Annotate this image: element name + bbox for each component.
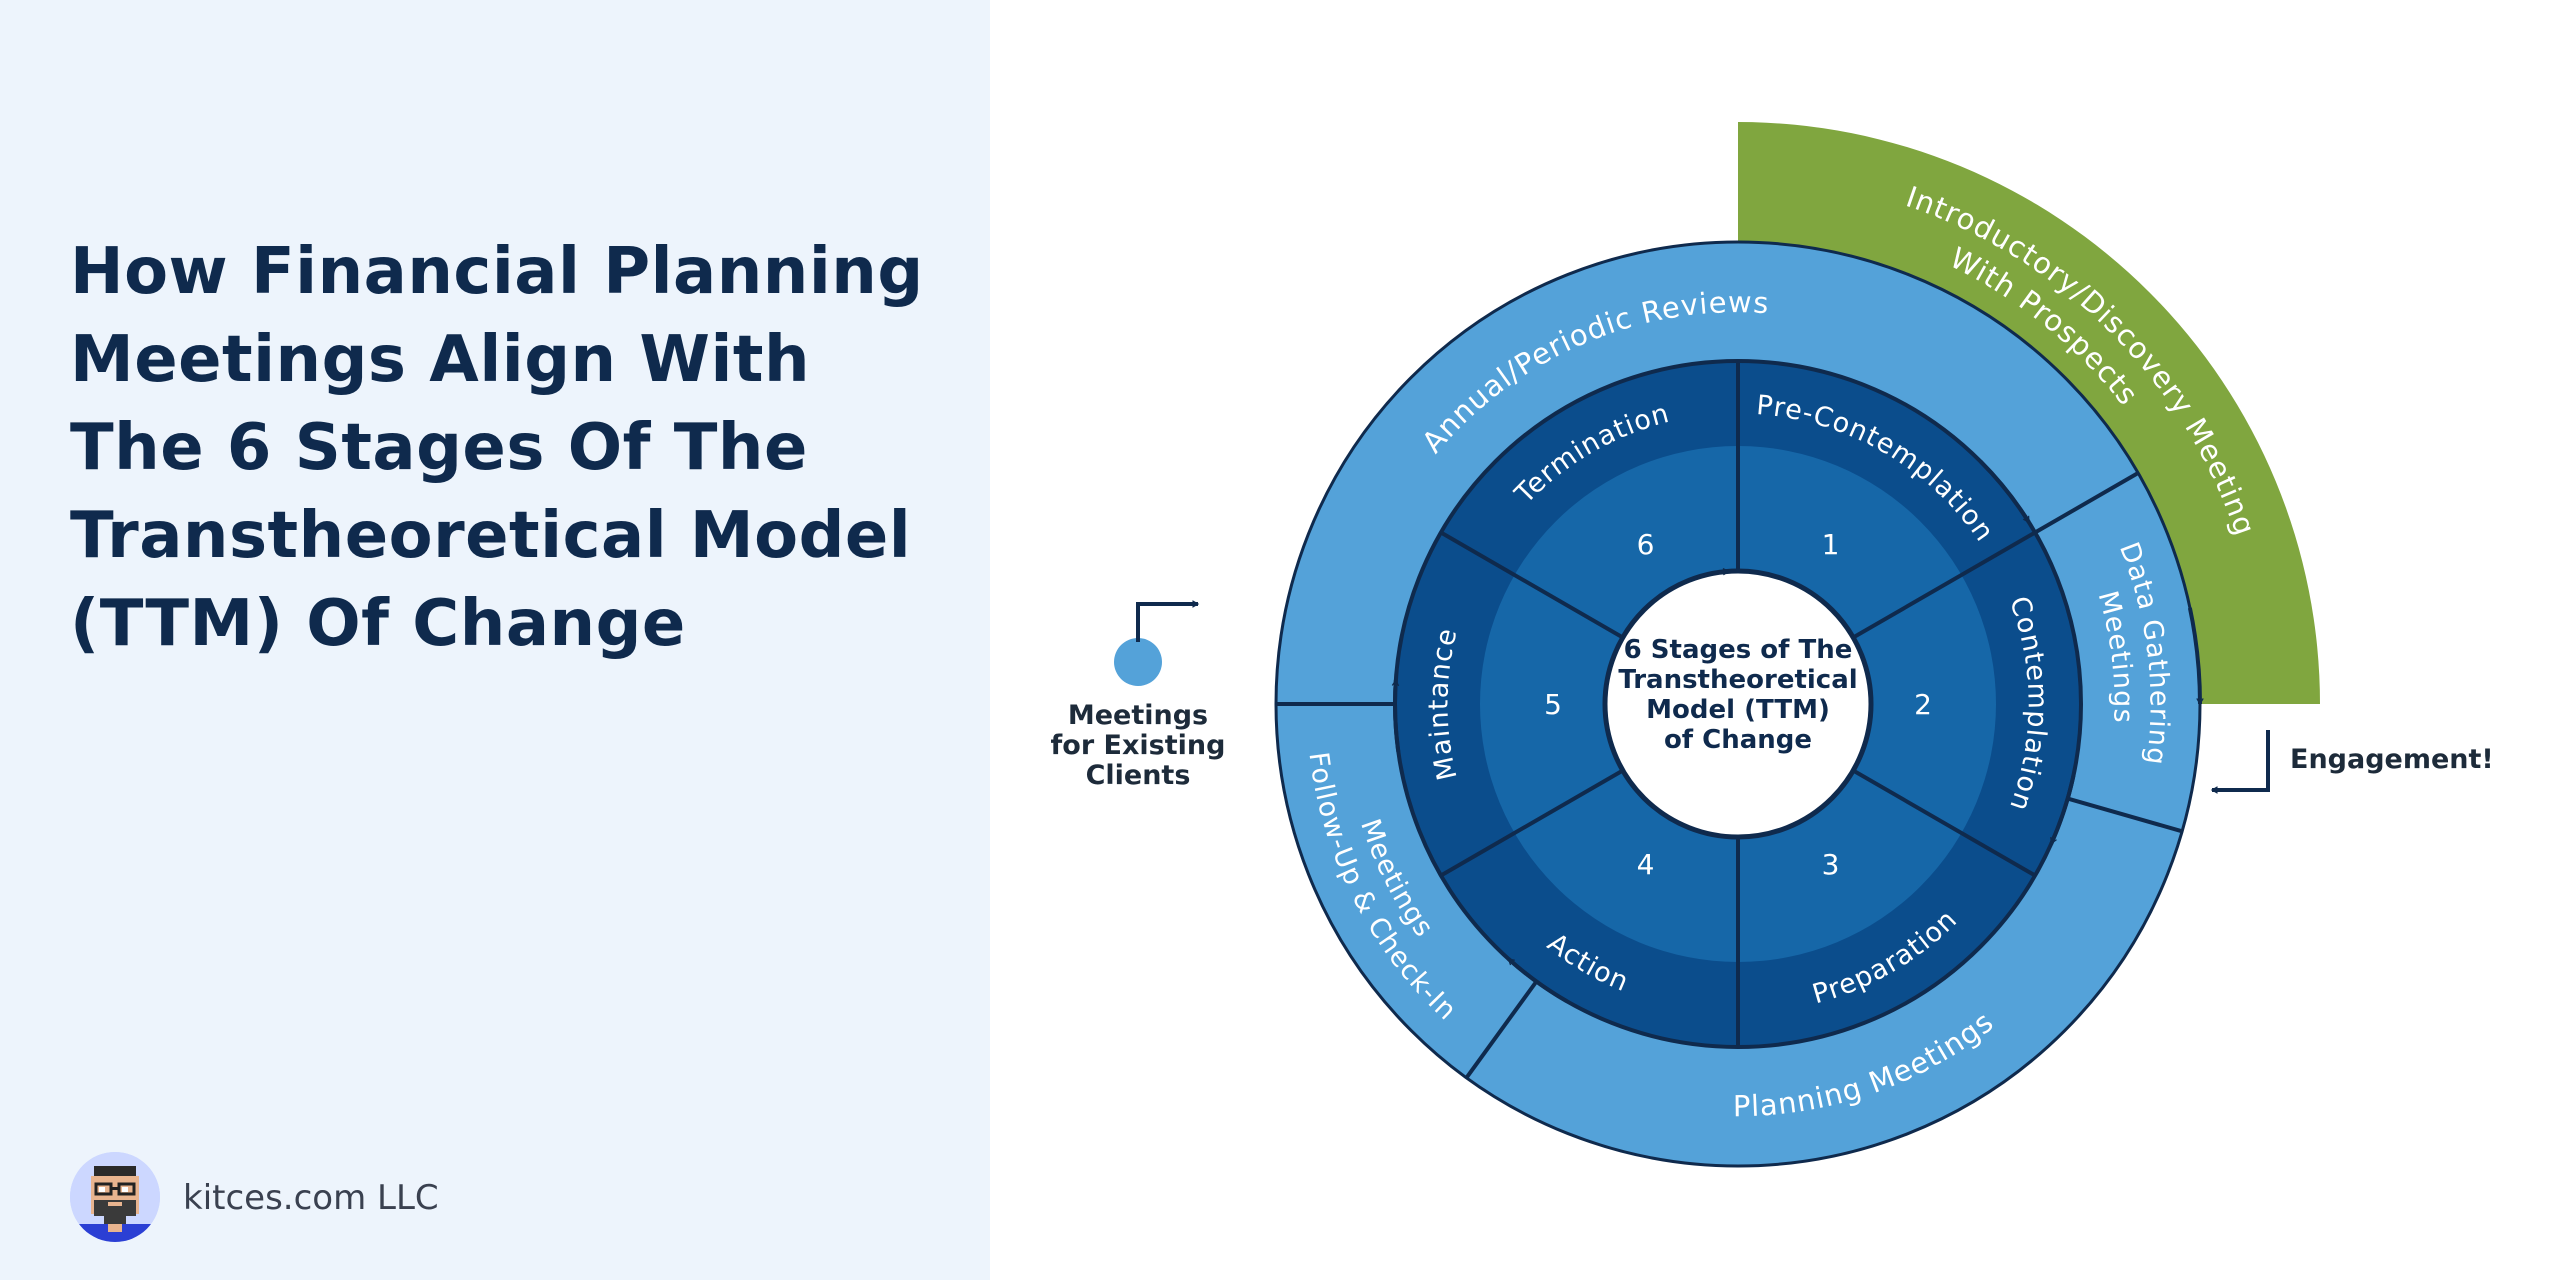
center-label: 6 Stages of The — [1624, 635, 1853, 665]
stage-number: 2 — [1914, 688, 1932, 721]
stage-number: 6 — [1637, 528, 1655, 561]
pixel-avatar-icon — [70, 1152, 160, 1242]
intro-meeting-arc — [1738, 122, 2320, 704]
engagement-label: Engagement! — [2290, 744, 2494, 775]
meeting-divider — [2067, 796, 2183, 834]
flow-arrow-icon — [1979, 460, 2031, 524]
existing-clients-label: for Existing — [1051, 730, 1226, 761]
stage-divider — [1439, 768, 1624, 878]
stage-number: 1 — [1822, 528, 1840, 561]
flow-arrow-icon — [1507, 957, 1568, 1003]
stage-divider — [1852, 530, 2037, 640]
brand-name: kitces.com LLC — [183, 1178, 439, 1218]
existing-clients-dot — [1114, 638, 1162, 686]
title-line: Meetings Align With — [70, 323, 811, 397]
existing-clients-label: Meetings — [1068, 700, 1208, 731]
flow-arrow-icon — [1691, 567, 1730, 581]
page-title: How Financial Planning Meetings Align Wi… — [70, 228, 970, 668]
meeting-divider — [2034, 471, 2140, 535]
title-line: Transtheoretical Model — [70, 499, 912, 573]
flow-arrow-icon — [2187, 607, 2204, 706]
engagement-arrow-icon — [2210, 730, 2270, 794]
center-label: Model (TTM) — [1646, 695, 1830, 725]
title-line: The 6 Stages Of The — [70, 411, 808, 485]
stage-number: 5 — [1544, 688, 1562, 721]
flow-arrow-icon — [1391, 678, 1401, 753]
existing-clients-label: Clients — [1086, 760, 1191, 791]
stage-number: 3 — [1822, 848, 1840, 881]
left-panel: How Financial Planning Meetings Align Wi… — [0, 0, 990, 1280]
title-line: (TTM) Of Change — [70, 587, 686, 661]
flow-arrow-icon — [2049, 774, 2076, 845]
stage-divider — [1852, 768, 2037, 878]
center-disc — [1605, 571, 1871, 837]
title-line: How Financial Planning — [70, 235, 924, 309]
center-label: of Change — [1664, 725, 1812, 755]
ttm-wheel-diagram: Pre-Contemplation1Contemplation2Preparat… — [1051, 122, 2494, 1168]
existing-clients-arrow-icon — [1136, 600, 1200, 642]
center-label: Transtheoretical — [1618, 665, 1857, 695]
stage-divider — [1439, 530, 1624, 640]
stage-number: 4 — [1637, 848, 1655, 881]
meeting-divider — [1464, 980, 1539, 1079]
